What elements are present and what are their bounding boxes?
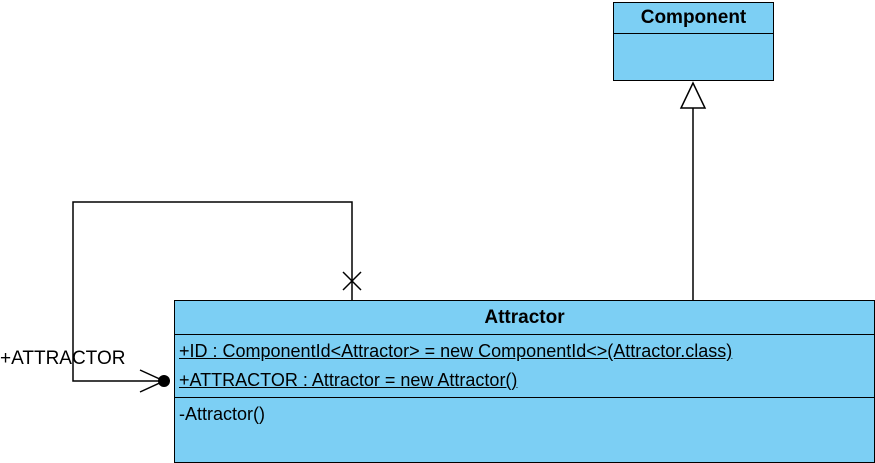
class-attractor-attributes: +ID : ComponentId<Attractor> = new Compo…: [175, 335, 874, 398]
class-attractor-name: Attractor: [175, 301, 874, 335]
class-component[interactable]: Component: [613, 2, 774, 81]
generalization-arrowhead: [679, 81, 707, 109]
self-association-line: [72, 201, 353, 382]
non-navigable-end-x: [342, 271, 362, 291]
attribute-id: +ID : ComponentId<Attractor> = new Compo…: [179, 341, 733, 361]
attribute-attractor: +ATTRACTOR : Attractor = new Attractor(): [179, 370, 518, 390]
class-component-name: Component: [614, 3, 773, 34]
association-role-label: +ATTRACTOR: [0, 348, 126, 369]
ownership-dot: [158, 375, 170, 387]
class-attractor[interactable]: Attractor +ID : ComponentId<Attractor> =…: [174, 300, 875, 463]
operation-constructor: -Attractor(): [179, 404, 266, 424]
class-attractor-operations: -Attractor(): [175, 398, 874, 429]
